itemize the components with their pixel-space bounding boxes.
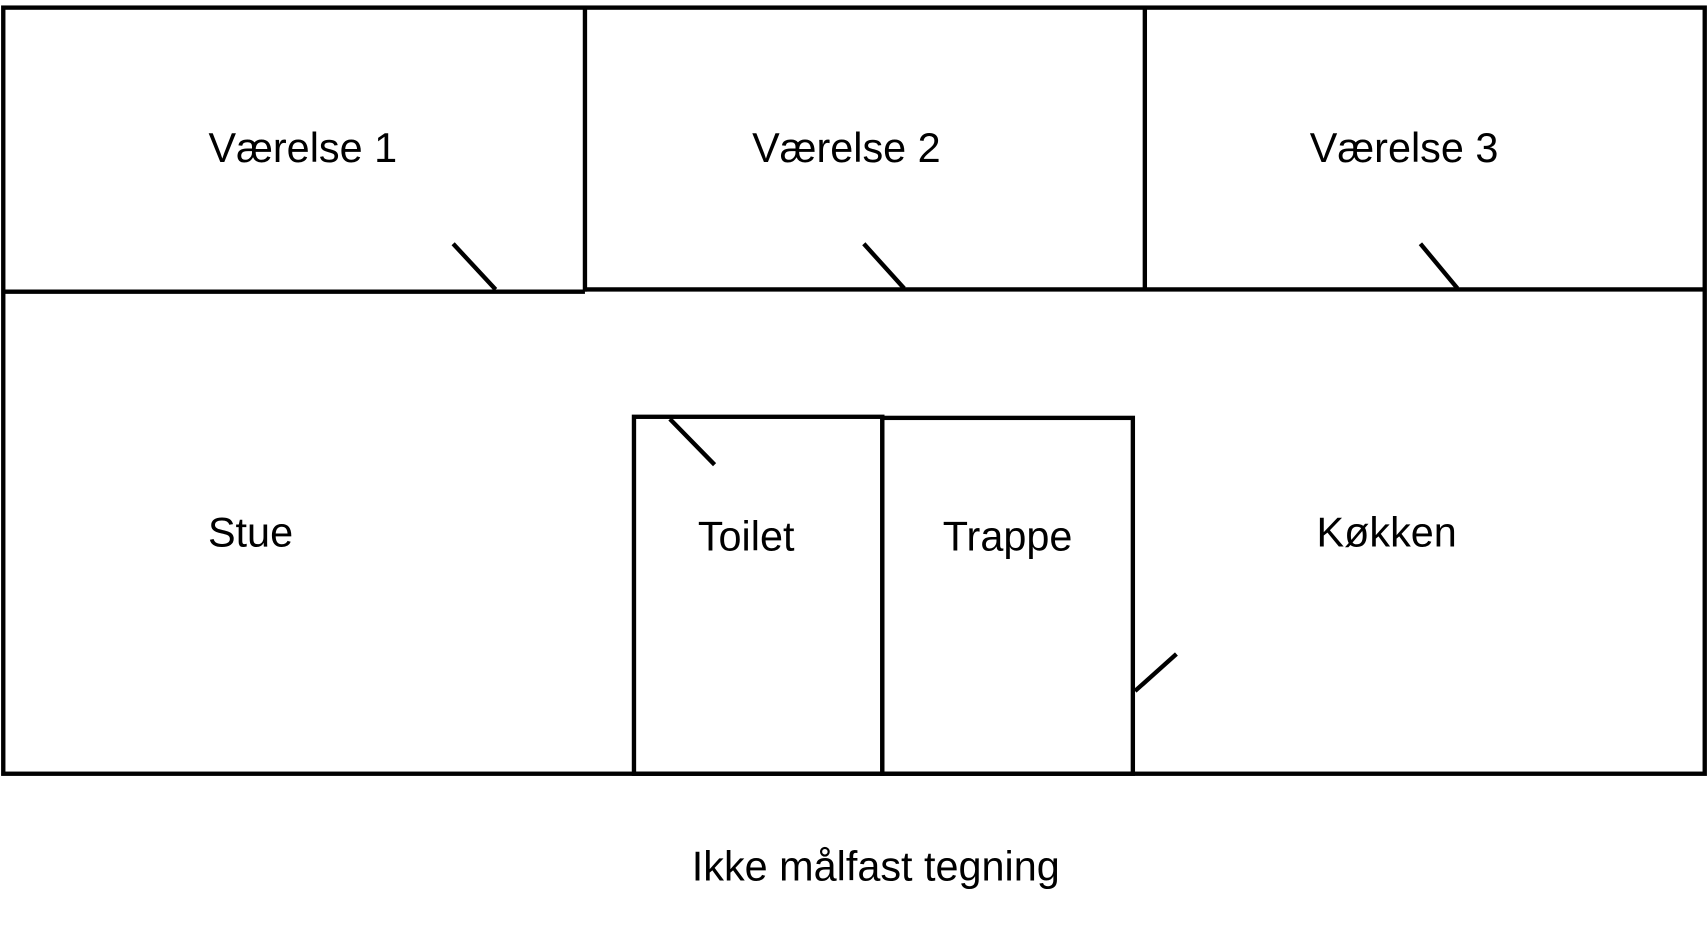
label-toilet: Toilet — [698, 514, 795, 560]
label-vaerelse3: Værelse 3 — [1310, 125, 1499, 171]
wall-toilet — [631, 414, 885, 776]
door-vaerelse1 — [451, 242, 498, 291]
label-vaerelse2: Værelse 2 — [752, 125, 941, 171]
label-trappe: Trappe — [943, 514, 1073, 560]
door-vaerelse3 — [1418, 242, 1460, 290]
label-vaerelse1: Værelse 1 — [209, 125, 398, 171]
caption: Ikke målfast tegning — [692, 843, 1060, 889]
outer-wall — [1, 5, 1707, 776]
door-koekken — [1133, 652, 1178, 693]
label-stue: Stue — [208, 509, 293, 555]
door-toilet — [668, 417, 717, 467]
label-koekken: Køkken — [1317, 509, 1457, 555]
wall-trappe — [880, 415, 1136, 776]
door-vaerelse2 — [862, 242, 906, 290]
